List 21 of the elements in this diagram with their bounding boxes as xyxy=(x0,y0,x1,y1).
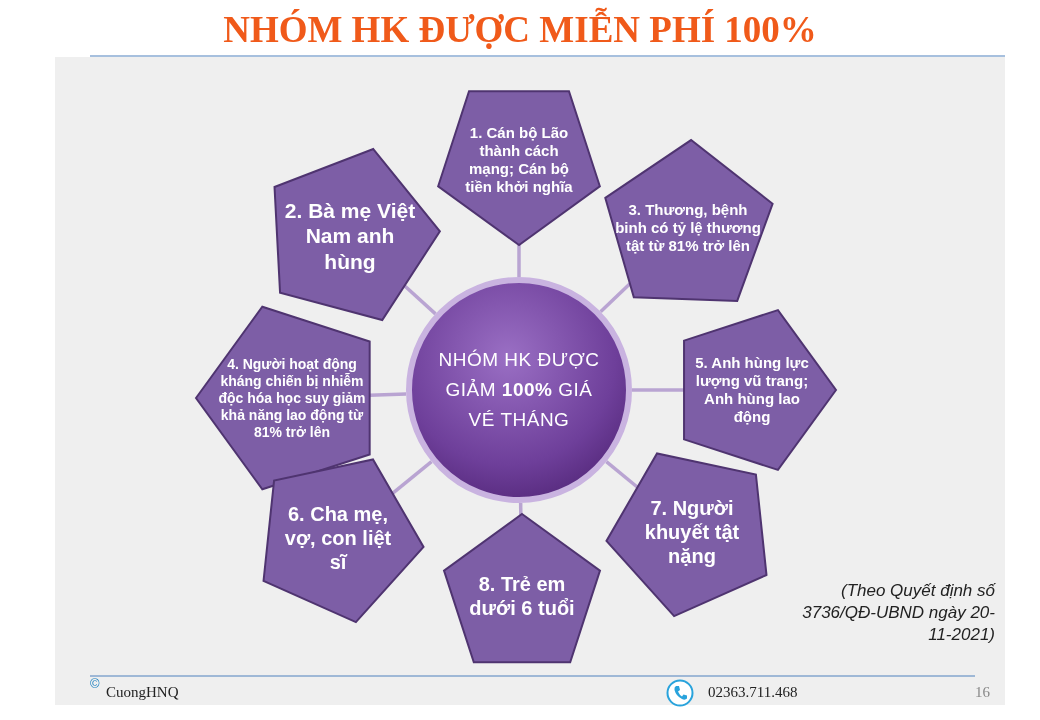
category-label: 8. Trẻ em dưới 6 tuổi xyxy=(468,571,576,621)
category-label: 2. Bà mẹ Việt Nam anh hùng xyxy=(283,197,417,275)
category-label: 1. Cán bộ Lão thành cách mạng; Cán bộ tiền khởi nghĩa xyxy=(464,123,574,197)
category-label: 6. Cha mẹ, vợ, con liệt sĩ xyxy=(283,501,393,575)
source-note: (Theo Quyết định số 3736/QĐ-UBND ngày 20-11-2021) xyxy=(801,580,995,647)
category-label: 4. Người hoạt động kháng chiến bị nhiễm độc hóa học suy giảm khả năng lao động từ 81% trở lên xyxy=(217,355,367,441)
category-label: 7. Người khuyết tật nặng xyxy=(643,495,741,569)
connector-line xyxy=(632,388,685,392)
page-number: 16 xyxy=(975,684,991,701)
connector-line xyxy=(391,460,433,495)
connector-line xyxy=(369,392,407,397)
category-label: 3. Thương, bệnh binh có tỷ lệ thương tật từ 81% trở lên xyxy=(614,200,762,256)
copyright-symbol: © xyxy=(90,676,101,691)
slide-title: NHÓM HK ĐƯỢC MIỄN PHÍ 100% xyxy=(222,8,818,51)
phone-number: 02363.711.468 xyxy=(708,684,799,701)
author-name: CuongHNQ xyxy=(106,684,180,701)
connector-line xyxy=(605,460,639,489)
connector-line xyxy=(517,245,521,277)
center-label: NHÓM HK ĐƯỢC GIẢM 100% GIÁ VÉ THÁNG xyxy=(437,347,601,433)
category-label: 5. Anh hùng lực lượng vũ trang; Anh hùng lao động xyxy=(694,353,810,427)
connector-line xyxy=(403,284,437,316)
